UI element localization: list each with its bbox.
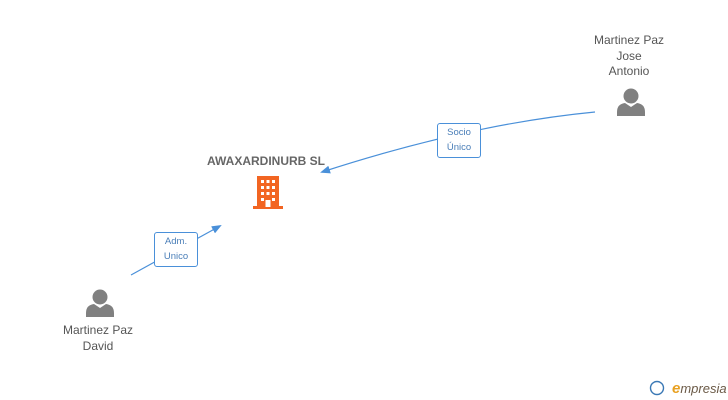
copyright-icon [649, 380, 665, 396]
person-name-line: Martinez Paz [593, 33, 665, 47]
relation-text: Adm. [164, 236, 188, 247]
brand-name: mpresia [680, 381, 727, 396]
person-name-line: David [82, 338, 114, 353]
relation-text: Unico [163, 250, 189, 262]
person-icon[interactable] [617, 88, 645, 117]
empresia-logo: empresia [672, 380, 727, 397]
brand-initial: e [672, 380, 681, 397]
person-name-line: Jose [616, 48, 642, 63]
person-name-line: Antonio [608, 64, 650, 78]
person-name-line: Martinez Paz [62, 323, 134, 337]
relation-label-socio-unico[interactable]: Socio Único [437, 123, 481, 158]
relation-text: Socio [447, 127, 471, 138]
company-name[interactable]: AWAXARDINURB SL [206, 154, 325, 168]
building-icon[interactable] [253, 176, 283, 209]
relation-text: Único [446, 141, 472, 153]
person-label-david[interactable]: Martinez Paz David [43, 323, 153, 354]
relation-label-adm-unico[interactable]: Adm. Unico [154, 232, 198, 267]
person-icon[interactable] [86, 289, 114, 318]
person-label-jose-antonio[interactable]: Martinez Paz Jose Antonio [574, 33, 684, 80]
